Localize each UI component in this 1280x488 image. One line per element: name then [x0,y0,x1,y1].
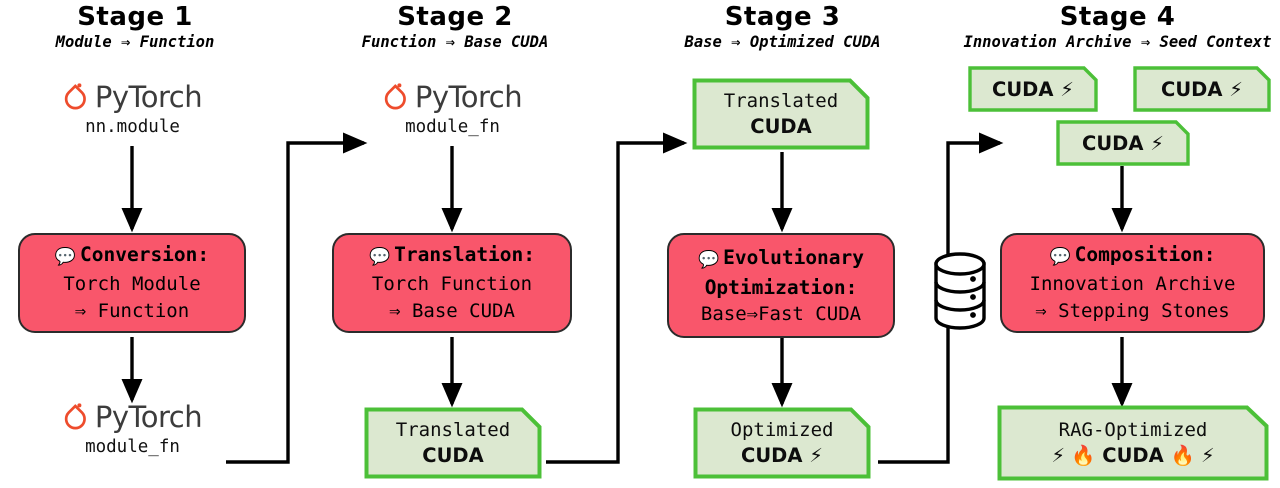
stage-4-archive-card-3-text: CUDA ⚡ [1082,132,1164,155]
stage-1-llm-line-1: Torch Module [63,273,201,295]
speech-balloon-icon: 💬 [697,249,720,270]
stage-3-llm-evolutionary-box[interactable]: 💬Evolutionary Optimization: Base⇒Fast CU… [667,233,895,338]
stage-3-note-line-2: CUDA ⚡ [741,443,823,468]
stage-3-translated-cuda-note[interactable]: Translated CUDA [692,78,870,150]
speech-balloon-icon: 💬 [368,247,391,267]
stage-3-llm-line-1: Base⇒Fast CUDA [700,302,862,325]
stage-4-archive-card-1-text: CUDA ⚡ [992,78,1074,101]
stage-3-title: Stage 3 [724,2,841,32]
stage-2-llm-line-1: Torch Function [371,273,533,295]
stage-3-top-note-line-1: Translated [723,90,839,112]
stage-3-header: Stage 3 Base ⇒ Optimized CUDA [645,2,920,52]
stage-1-top-caption: nn.module [85,117,180,137]
stage-1-header: Stage 1 Module ⇒ Function [0,2,270,52]
stage-4-note-line-1: RAG-Optimized [1058,419,1208,441]
stage-4-llm-heading-colon: : [1203,243,1216,266]
stage-2-llm-heading: 💬Translation: [369,241,535,271]
stage-4-archive-card-2[interactable]: CUDA ⚡ [1133,66,1271,112]
stage-3-top-note-line-2: CUDA [750,115,812,138]
stage-3-llm-heading-text: Evolutionary [723,245,865,269]
fire-lightning-right-icon: 🔥 ⚡ [1170,444,1215,467]
stage-2-subtitle: Function ⇒ Base CUDA [361,33,549,51]
stage-1-llm-heading-colon: : [197,243,210,266]
database-icon[interactable] [930,250,990,332]
stage-1-bottom-pytorch: PyTorch module_fn [10,400,255,458]
speech-balloon-icon: 💬 [54,247,76,267]
stage-2-llm-heading-text: Translation [394,243,524,266]
stage-4-llm-line-2: ⇒ Stepping Stones [1035,300,1230,322]
pytorch-logo-icon [383,80,408,115]
lightning-bolt-icon: ⚡ [1060,77,1074,101]
stage-2-llm-line-2: ⇒ Base CUDA [389,300,515,322]
stage-4-note-cuda-label: CUDA [1102,444,1164,467]
stage-1-llm-conversion-box[interactable]: 💬Conversion: Torch Module ⇒ Function [18,233,246,333]
stage-1-subtitle: Module ⇒ Function [55,33,215,51]
stage-3-note-line-1: Optimized [730,419,834,441]
stage-1-title: Stage 1 [77,2,193,32]
lightning-bolt-icon: ⚡ [1229,77,1243,101]
stage-2-translated-cuda-note[interactable]: Translated CUDA [364,407,542,479]
archive-card-label: CUDA [1161,77,1223,101]
stage-4-rag-optimized-cuda-note[interactable]: RAG-Optimized ⚡ 🔥 CUDA 🔥 ⚡ [997,405,1269,481]
stage-4-title: Stage 4 [1059,2,1176,32]
pytorch-wordmark: PyTorch [414,80,523,114]
stage-3-llm-heading-2: Optimization: [704,275,858,299]
stage-2-top-caption: module_fn [405,117,500,137]
stage-4-llm-heading: 💬Composition: [1049,241,1215,271]
stage-4-subtitle: Innovation Archive ⇒ Seed Context [963,33,1272,51]
archive-card-label: CUDA [1082,131,1144,155]
pytorch-wordmark: PyTorch [94,400,203,434]
stage-2-llm-heading-colon: : [523,243,536,266]
pytorch-wordmark: PyTorch [94,80,203,114]
stage-1-llm-heading-text: Conversion [80,243,198,266]
lightning-fire-left-icon: ⚡ 🔥 [1051,444,1096,467]
stage-4-archive-card-1[interactable]: CUDA ⚡ [968,66,1098,112]
stage-2-title: Stage 2 [397,2,513,32]
stage-4-llm-composition-box[interactable]: 💬Composition: Innovation Archive ⇒ Stepp… [1000,233,1265,333]
stage-3-subtitle: Base ⇒ Optimized CUDA [684,33,881,51]
stage-4-llm-heading-text: Composition [1074,243,1204,266]
stage-4-header: Stage 4 Innovation Archive ⇒ Seed Contex… [955,2,1280,52]
stage-2-llm-translation-box[interactable]: 💬Translation: Torch Function ⇒ Base CUDA [332,233,572,333]
stage-3-note-cuda-label: CUDA [741,444,803,467]
stage-1-llm-heading: 💬Conversion: [55,241,209,271]
stage-3-optimized-cuda-note[interactable]: Optimized CUDA ⚡ [693,407,871,479]
stage-4-archive-card-3[interactable]: CUDA ⚡ [1056,120,1190,166]
speech-balloon-icon: 💬 [1049,247,1071,267]
stage-2-top-pytorch: PyTorch module_fn [330,80,575,138]
stage-1-llm-line-2: ⇒ Function [74,300,190,322]
stage-2-note-line-2: CUDA [422,444,484,467]
stage-4-note-line-2: ⚡ 🔥 CUDA 🔥 ⚡ [1051,443,1214,468]
stage-1-top-pytorch: PyTorch nn.module [10,80,255,138]
stage-3-llm-heading: 💬Evolutionary [698,244,864,274]
stage-4-llm-line-1: Innovation Archive [1029,273,1236,295]
stage-4-archive-card-2-text: CUDA ⚡ [1161,78,1243,101]
stage-2-header: Stage 2 Function ⇒ Base CUDA [320,2,590,52]
stage-1-bottom-caption: module_fn [85,437,180,457]
pytorch-logo-icon [63,80,88,115]
pytorch-logo-icon [63,400,88,435]
stage-2-note-line-1: Translated [395,419,511,441]
lightning-bolt-icon: ⚡ [809,444,823,467]
lightning-bolt-icon: ⚡ [1150,131,1164,155]
archive-card-label: CUDA [992,77,1054,101]
